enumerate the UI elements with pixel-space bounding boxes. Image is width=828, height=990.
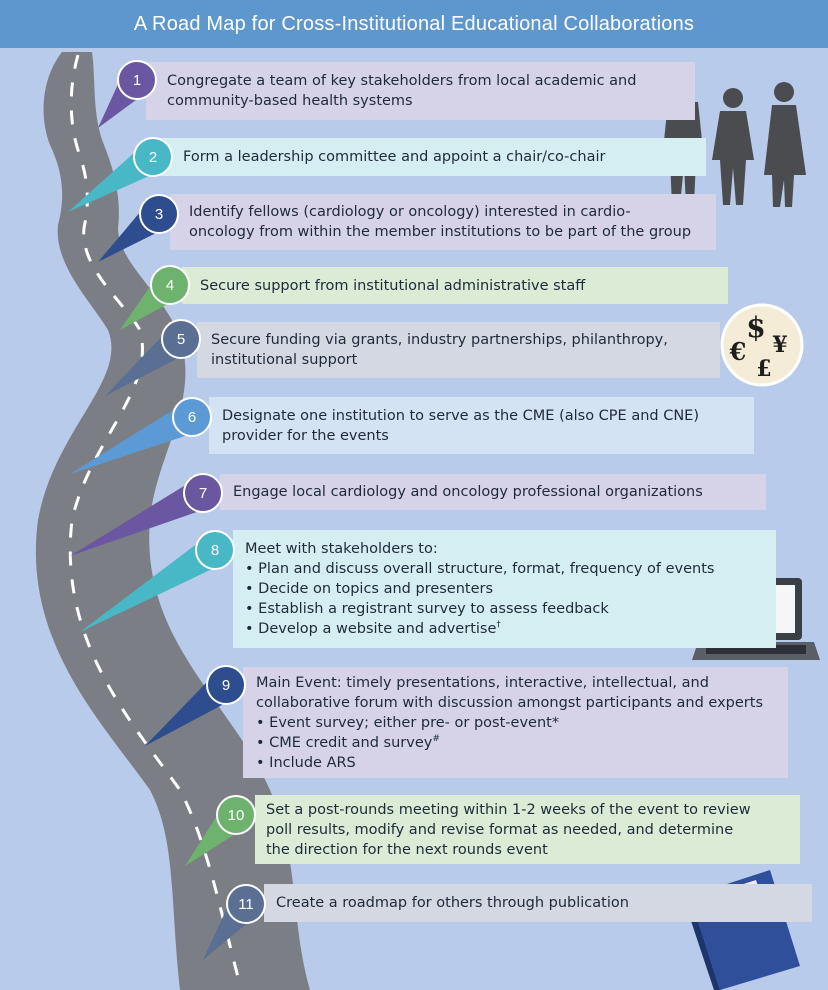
svg-text:£: £ bbox=[756, 356, 771, 382]
step-3-text: Identify fellows (cardiology or oncology… bbox=[189, 204, 631, 220]
step-6-text: Designate one institution to serve as th… bbox=[222, 407, 699, 424]
step-8-bullets: Plan and discuss overall structure, form… bbox=[245, 559, 768, 639]
step-6-text: provider for the events bbox=[222, 427, 389, 444]
svg-text:€: € bbox=[729, 337, 747, 366]
step-10-badge: 10 bbox=[216, 795, 256, 835]
step-3-box: Identify fellows (cardiology or oncology… bbox=[170, 194, 716, 250]
step-8-text: Meet with stakeholders to: bbox=[245, 541, 438, 557]
step-7-box: Engage local cardiology and oncology pro… bbox=[220, 474, 766, 510]
step-6-box: Designate one institution to serve as th… bbox=[209, 397, 754, 454]
step-1-box: Congregate a team of key stakeholders fr… bbox=[146, 62, 695, 120]
step-8-bullet: Decide on topics and presenters bbox=[245, 579, 768, 599]
step-8-box: Meet with stakeholders to: Plan and discu… bbox=[233, 530, 776, 648]
step-5-badge: 5 bbox=[161, 319, 201, 359]
step-7-text: Engage local cardiology and oncology pro… bbox=[233, 484, 703, 500]
step-2-badge: 2 bbox=[133, 137, 173, 177]
step-5-text: institutional support bbox=[211, 352, 358, 368]
step-11-text: Create a roadmap for others through publ… bbox=[276, 895, 629, 911]
step-11-box: Create a roadmap for others through publ… bbox=[264, 884, 812, 922]
svg-text:$: $ bbox=[746, 311, 765, 344]
step-9-text: collaborative forum with discussion amon… bbox=[256, 694, 764, 711]
step-1-text: community-based health systems bbox=[167, 93, 413, 109]
road-center-line bbox=[68, 54, 242, 986]
step-10-box: Set a post-rounds meeting within 1-2 wee… bbox=[255, 795, 800, 864]
step-9-badge: 9 bbox=[206, 665, 246, 705]
step-2-box: Form a leadership committee and appoint … bbox=[160, 138, 706, 176]
step-5-text: Secure funding via grants, industry part… bbox=[211, 332, 668, 348]
step-9-bullets: Event survey; either pre- or post-event*… bbox=[256, 713, 780, 773]
step-10-text: Set a post-rounds meeting within 1-2 wee… bbox=[266, 801, 751, 818]
step-10-text: poll results, modify and revise format a… bbox=[266, 821, 734, 838]
footnote-mark: † bbox=[496, 620, 501, 631]
step-8-badge: 8 bbox=[195, 530, 235, 570]
step-5-box: Secure funding via grants, industry part… bbox=[197, 322, 720, 378]
step-8-bullet: Establish a registrant survey to assess … bbox=[245, 599, 768, 619]
step-4-badge: 4 bbox=[150, 265, 190, 305]
step-9-bullet: Include ARS bbox=[256, 753, 780, 773]
footnote-mark: # bbox=[432, 733, 440, 744]
step-1-text: Congregate a team of key stakeholders fr… bbox=[167, 73, 637, 89]
step-6-badge: 6 bbox=[172, 397, 212, 437]
currency-coin-icon: $ € ¥ £ bbox=[720, 303, 804, 387]
step-11-badge: 11 bbox=[226, 884, 266, 924]
step-9-text: Main Event: timely presentations, intera… bbox=[256, 674, 709, 691]
people-silhouettes-icon bbox=[662, 77, 806, 207]
page-title: A Road Map for Cross-Institutional Educa… bbox=[0, 0, 828, 48]
step-2-text: Form a leadership committee and appoint … bbox=[183, 149, 606, 165]
step-8-bullet: Plan and discuss overall structure, form… bbox=[245, 559, 768, 579]
step-3-text: oncology from within the member institut… bbox=[189, 224, 692, 240]
step-7-badge: 7 bbox=[183, 473, 223, 513]
svg-text:¥: ¥ bbox=[772, 332, 787, 358]
step-8-bullet: Develop a website and advertise† bbox=[245, 619, 768, 639]
step-9-bullet: Event survey; either pre- or post-event* bbox=[256, 713, 780, 733]
step-9-bullet: CME credit and survey# bbox=[256, 733, 780, 753]
step-4-box: Secure support from institutional admini… bbox=[182, 267, 728, 304]
step-10-text: the direction for the next rounds event bbox=[266, 841, 548, 858]
step-3-badge: 3 bbox=[139, 194, 179, 234]
step-4-text: Secure support from institutional admini… bbox=[200, 277, 586, 294]
step-1-badge: 1 bbox=[117, 60, 157, 100]
step-7-pointer bbox=[70, 478, 210, 556]
step-9-box: Main Event: timely presentations, intera… bbox=[243, 667, 788, 778]
step-8-pointer bbox=[80, 536, 224, 632]
step-6-pointer bbox=[70, 402, 199, 474]
road bbox=[35, 52, 311, 990]
